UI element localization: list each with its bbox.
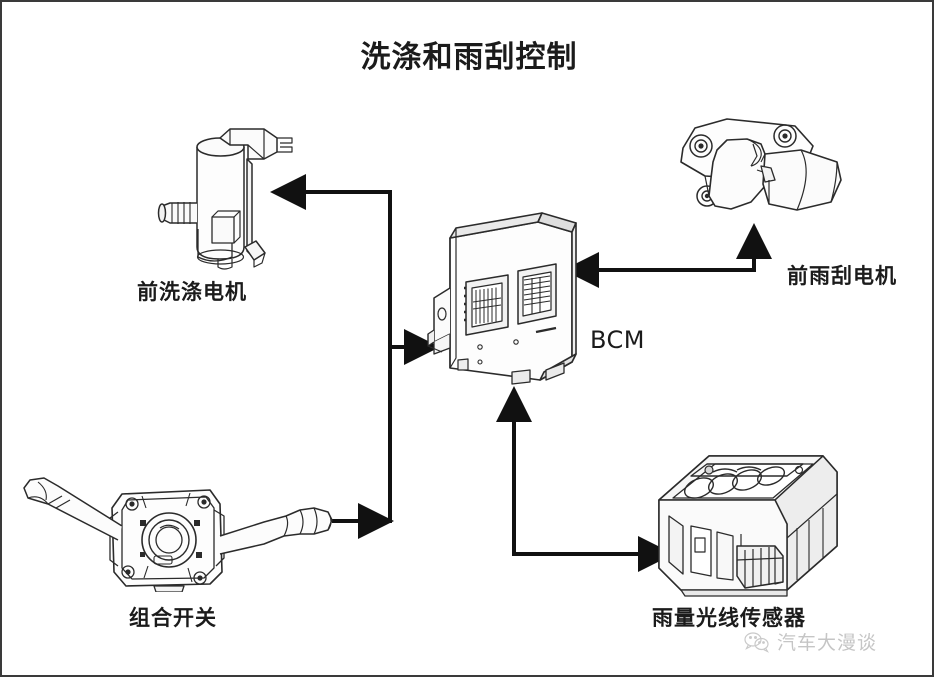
label-bcm: BCM [590,326,646,354]
label-combination-switch: 组合开关 [129,606,217,630]
label-rain-light-sensor: 雨量光线传感器 [652,606,806,630]
wiper-motor-icon [665,110,845,232]
page-title: 洗涤和雨刮控制 [360,40,578,75]
washer-pump-icon [152,107,297,272]
label-front-wiper-motor: 前雨刮电机 [787,264,897,288]
rain-light-sensor-icon [647,442,847,602]
bcm-module-icon [420,202,585,397]
label-front-washer-motor: 前洗涤电机 [137,280,247,304]
wechat-icon [744,631,770,653]
watermark: 汽车大漫谈 [744,628,877,655]
combination-switch-icon [14,460,344,592]
watermark-text: 汽车大漫谈 [777,632,878,654]
connection-bcm-to-wiper [563,223,772,288]
